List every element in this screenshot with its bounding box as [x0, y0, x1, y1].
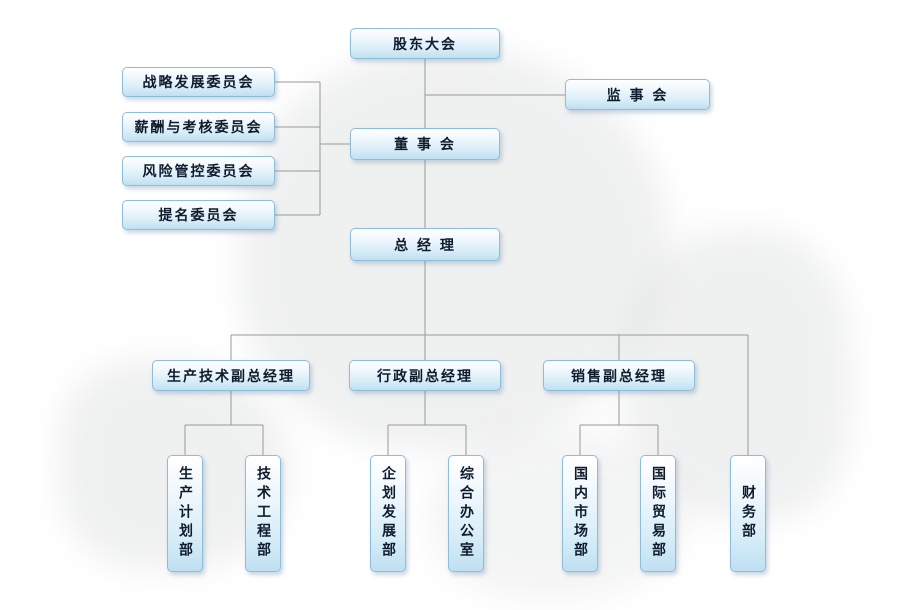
node-label: 行政副总经理 [377, 368, 473, 385]
node-label: 国际贸易部 [650, 466, 666, 561]
node-committee-risk: 风险管控委员会 [122, 156, 275, 186]
node-label: 监 事 会 [606, 87, 669, 104]
node-deputy-gm-admin: 行政副总经理 [349, 360, 501, 391]
node-label: 生产计划部 [177, 466, 193, 561]
node-label: 技术工程部 [255, 466, 271, 561]
node-label: 战略发展委员会 [142, 75, 255, 91]
node-label: 财务部 [740, 485, 756, 542]
node-dept-domestic-market: 国内市场部 [562, 455, 598, 572]
node-label: 销售副总经理 [571, 368, 667, 385]
node-committee-strategy: 战略发展委员会 [122, 67, 275, 97]
node-committee-nomination: 提名委员会 [122, 200, 275, 230]
node-general-manager: 总 经 理 [350, 228, 500, 261]
node-dept-tech-engineering: 技术工程部 [245, 455, 281, 572]
node-label: 股东大会 [393, 36, 457, 53]
node-committee-compensation: 薪酬与考核委员会 [122, 112, 275, 142]
node-dept-general-office: 综合办公室 [448, 455, 484, 572]
node-label: 国内市场部 [572, 466, 588, 561]
node-shareholders: 股东大会 [350, 28, 500, 59]
node-dept-international-trade: 国际贸易部 [640, 455, 676, 572]
node-label: 薪酬与考核委员会 [134, 120, 263, 136]
node-dept-finance: 财务部 [730, 455, 766, 572]
node-dept-planning-development: 企划发展部 [370, 455, 406, 572]
node-label: 风险管控委员会 [142, 164, 255, 180]
node-label: 总 经 理 [394, 237, 456, 254]
node-label: 生产技术副总经理 [167, 368, 295, 385]
node-label: 提名委员会 [158, 208, 239, 224]
node-board-of-directors: 董 事 会 [350, 128, 500, 160]
node-supervisory-board: 监 事 会 [565, 79, 710, 110]
node-deputy-gm-production: 生产技术副总经理 [152, 360, 310, 391]
node-label: 综合办公室 [458, 466, 474, 561]
node-label: 董 事 会 [394, 137, 456, 153]
node-label: 企划发展部 [380, 466, 396, 561]
node-dept-production-planning: 生产计划部 [167, 455, 203, 572]
node-deputy-gm-sales: 销售副总经理 [543, 360, 695, 391]
